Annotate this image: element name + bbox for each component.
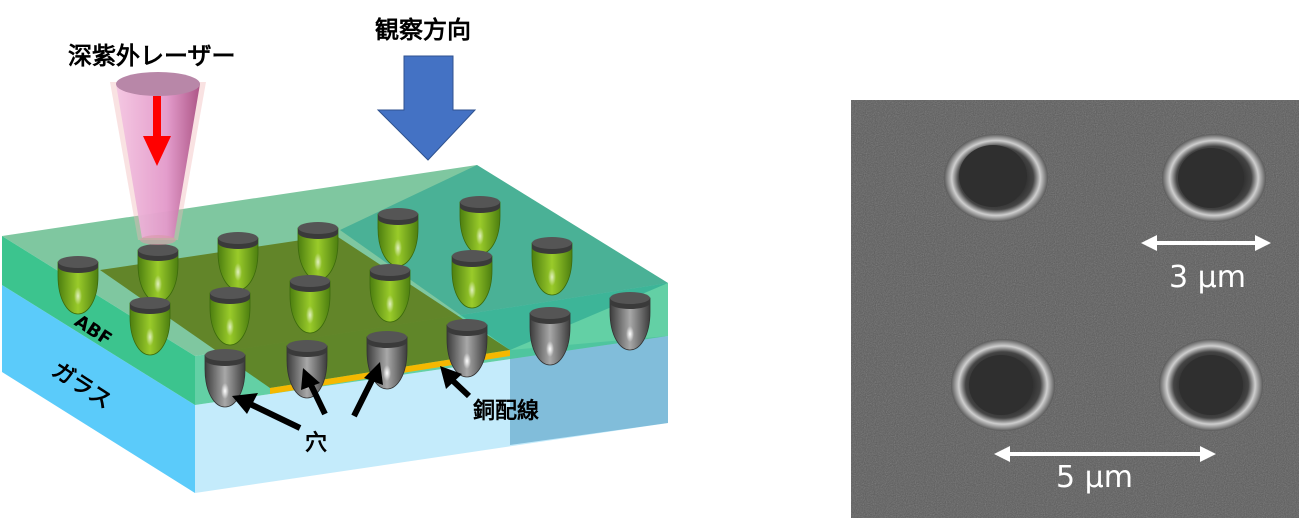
laser-direction-arrow — [143, 96, 171, 166]
view-direction-arrow — [376, 55, 477, 161]
hole-top-right — [1162, 134, 1266, 222]
laser-label: 深紫外レーザー — [68, 42, 236, 70]
hole-bottom-left — [951, 339, 1055, 431]
scale-bar-5um — [994, 446, 1216, 462]
scale-label-5um: 5 μm — [1056, 460, 1133, 495]
copper-wiring-label: 銅配線 — [473, 399, 540, 424]
hole-pointer-arrows — [232, 362, 383, 431]
copper-pointer-arrow — [440, 366, 472, 399]
glass-left-face — [2, 285, 195, 493]
abf-left-face — [2, 236, 195, 405]
hole-bottom-right — [1159, 339, 1263, 431]
scale-bar-3um — [1141, 235, 1271, 251]
view-direction-label: 観察方向 — [375, 16, 471, 44]
hole-label: 穴 — [305, 431, 328, 456]
scale-label-3um: 3 μm — [1169, 260, 1246, 295]
schematic-diagram — [2, 55, 668, 493]
hole-top-left — [944, 134, 1048, 222]
abf-right-region — [340, 165, 668, 350]
sem-micrograph: 3 μm 5 μm — [851, 100, 1299, 518]
